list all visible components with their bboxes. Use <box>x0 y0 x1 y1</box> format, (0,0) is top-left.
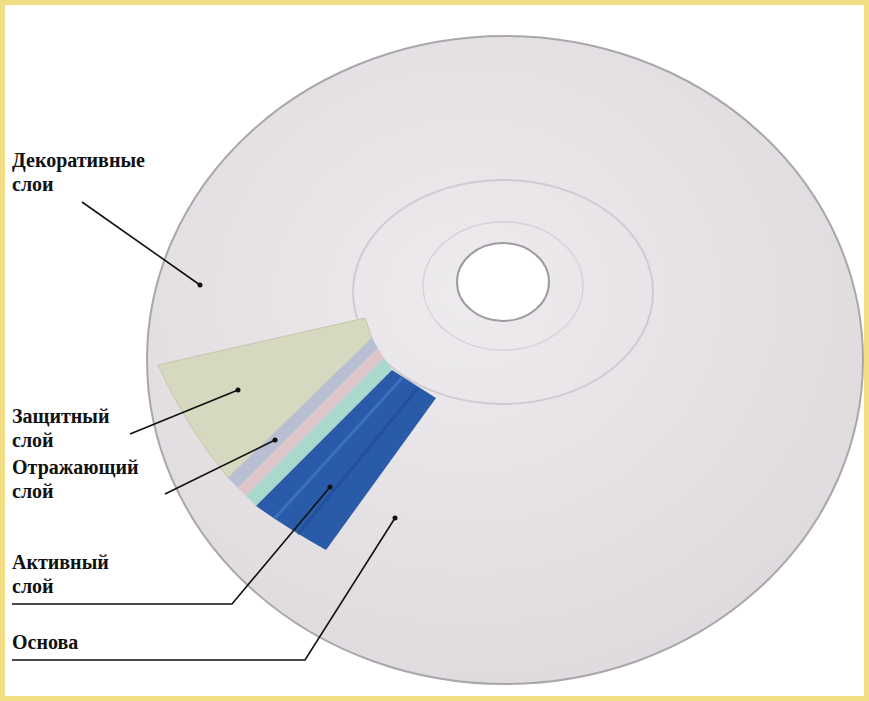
leader-dot <box>393 516 398 521</box>
active-layer-stripe <box>275 378 402 518</box>
leader-line <box>165 440 275 494</box>
part-label: Активный слой <box>12 550 109 598</box>
part-label: Декоративные слои <box>12 148 145 196</box>
hub-ring <box>353 180 653 404</box>
hub-inner-ring <box>423 222 583 350</box>
disc <box>147 36 863 684</box>
leader-line <box>12 487 330 604</box>
leader-line <box>12 518 395 660</box>
leader-line <box>82 202 200 285</box>
leader-lines <box>12 202 395 660</box>
leader-dots <box>198 283 398 521</box>
leader-dot <box>328 485 333 490</box>
leader-dot <box>198 283 203 288</box>
leader-dot <box>273 438 278 443</box>
active-layer <box>256 370 436 550</box>
leader-dot <box>236 388 241 393</box>
part-label: Отражающий слой <box>12 455 138 503</box>
leader-line <box>130 390 238 434</box>
part-label: Основа <box>12 630 78 654</box>
center-hole <box>457 243 549 321</box>
part-label: Защитный слой <box>12 404 109 452</box>
active-layer-stripe <box>298 388 418 534</box>
